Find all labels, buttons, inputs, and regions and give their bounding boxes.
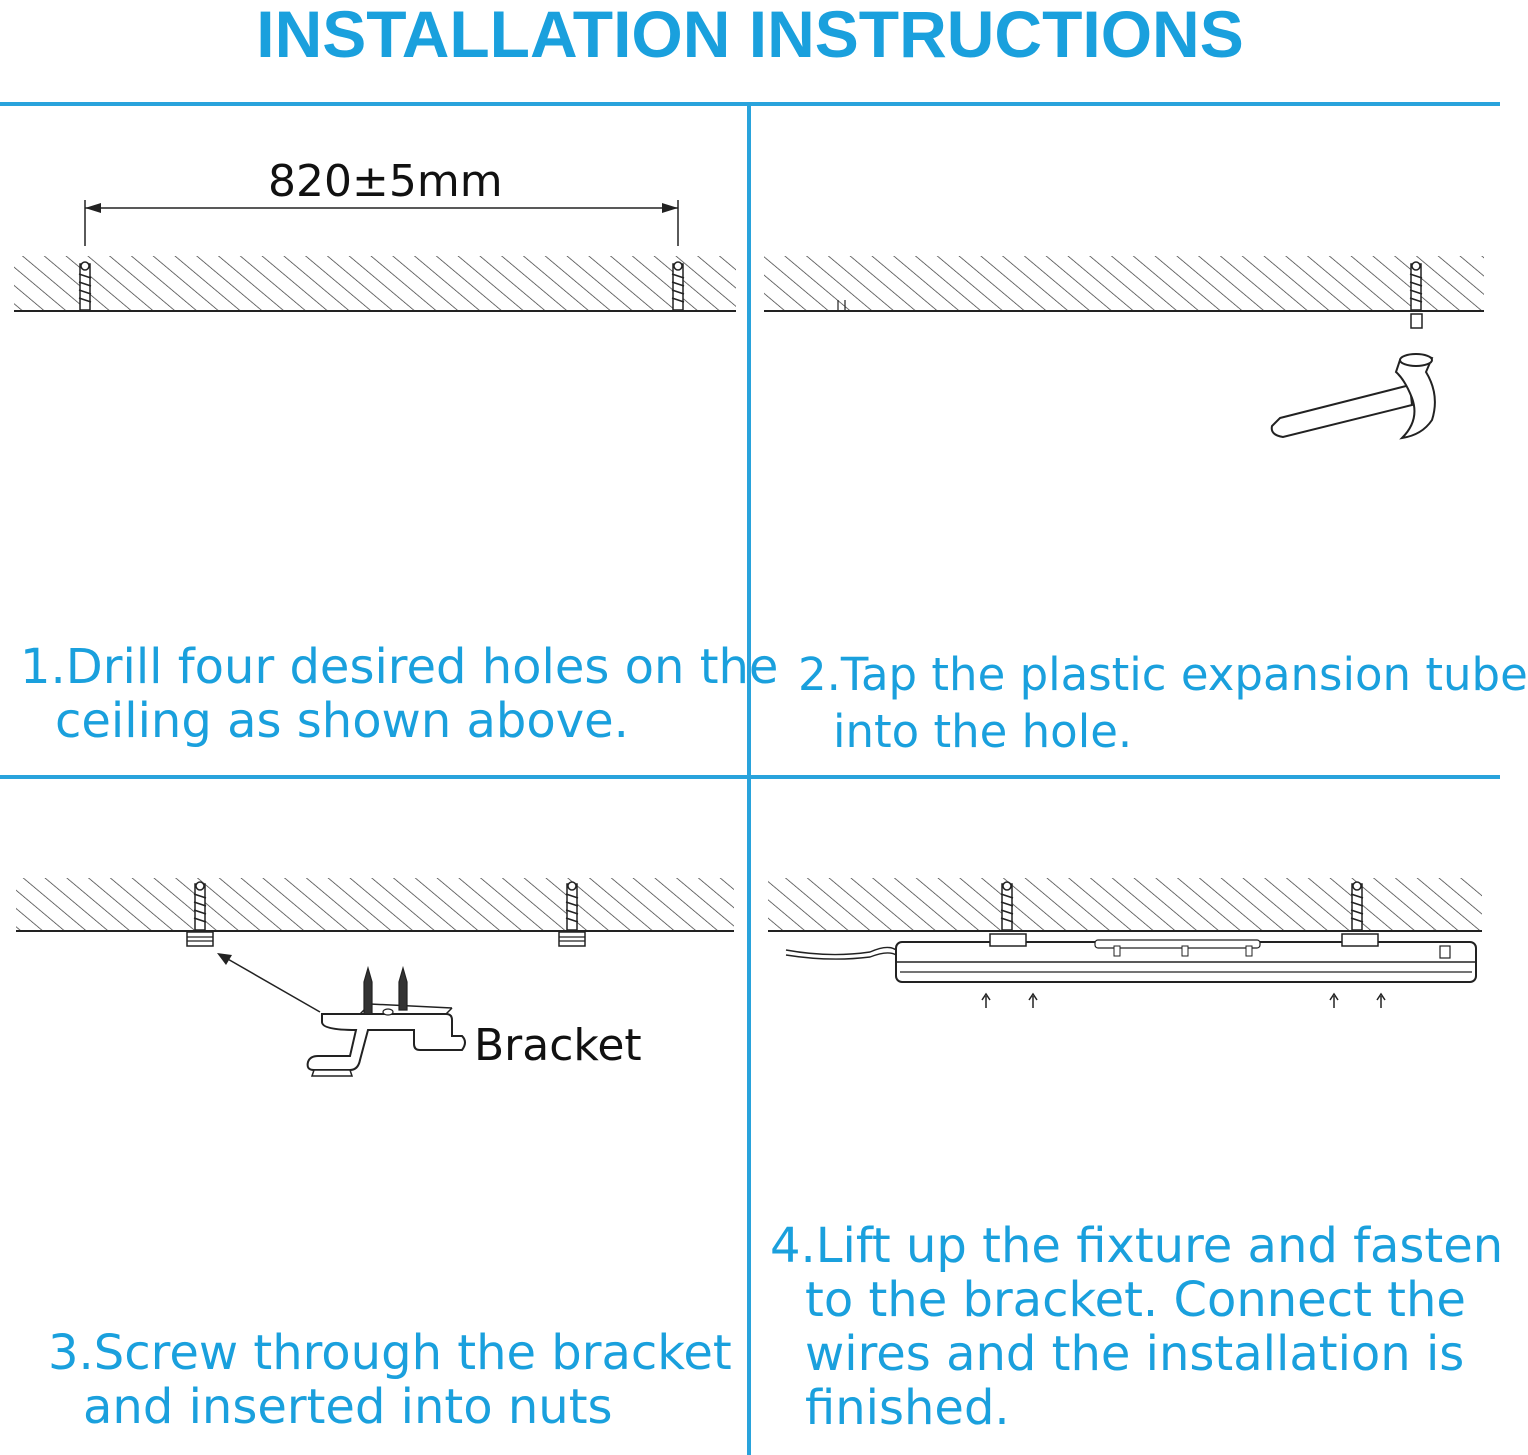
step-3-caption: 3.Screw through the bracket and inserted… xyxy=(48,1326,732,1434)
center-divider xyxy=(747,104,751,1455)
step-1-line-2: ceiling as shown above. xyxy=(55,693,629,749)
step-2-line-1: 2.Tap the plastic expansion tube xyxy=(798,648,1528,701)
hammer-tap-drawing xyxy=(764,256,1484,440)
step-2-line-2: into the hole. xyxy=(833,705,1133,758)
bracket-screw-drawing xyxy=(16,878,734,1077)
step-3-line-2: and inserted into nuts xyxy=(83,1379,613,1435)
dimension-label: 820±5mm xyxy=(268,156,503,207)
page-title: INSTALLATION INSTRUCTIONS xyxy=(256,0,1244,71)
step-1-line-1: 1.Drill four desired holes on the xyxy=(20,639,779,695)
step-2-caption: 2.Tap the plastic expansion tube into th… xyxy=(798,648,1528,762)
step-4-line-1: 4.Lift up the fixture and fasten xyxy=(770,1218,1504,1274)
step-4-caption: 4.Lift up the fixture and fasten to the … xyxy=(770,1219,1503,1435)
step-4-line-4: finished. xyxy=(805,1380,1010,1436)
fixture-mount-drawing xyxy=(768,878,1482,1009)
step-3-line-1: 3.Screw through the bracket xyxy=(48,1325,732,1381)
step-4-line-2: to the bracket. Connect the xyxy=(805,1272,1466,1328)
ceiling-drill-drawing xyxy=(14,200,736,312)
bracket-label: Bracket xyxy=(474,1020,642,1071)
step-1-caption: 1.Drill four desired holes on the ceilin… xyxy=(20,640,778,748)
step-4-line-3: wires and the installation is xyxy=(805,1326,1465,1382)
